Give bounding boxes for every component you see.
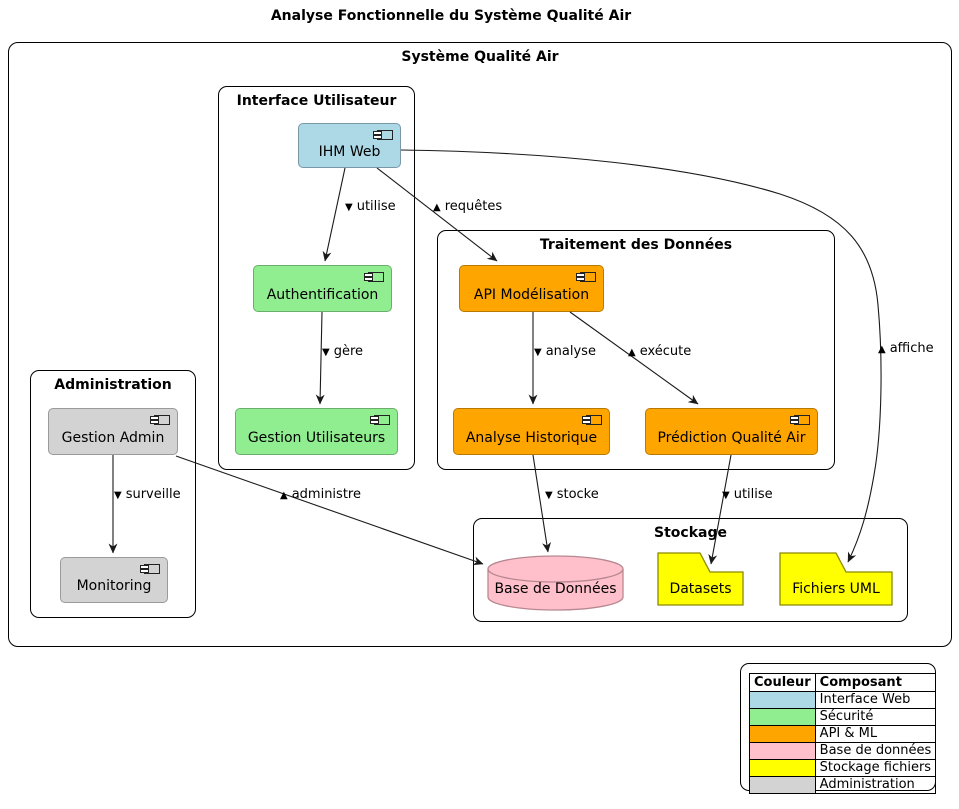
package-title: Traitement des Données bbox=[539, 237, 733, 253]
edge-label-text: surveille bbox=[125, 487, 181, 502]
edge-label-gere: ▼gère bbox=[322, 344, 363, 359]
legend-row: Stockage fichiers bbox=[749, 759, 937, 777]
legend-row-label: Interface Web bbox=[814, 691, 937, 709]
component-icon bbox=[576, 272, 596, 282]
legend-color-swatch bbox=[749, 776, 816, 794]
edge-label-text: utilise bbox=[356, 199, 396, 214]
direction-down-icon: ▼ bbox=[345, 202, 353, 213]
component-gestion-utilisateurs: Gestion Utilisateurs bbox=[235, 408, 398, 455]
edge-label-text: utilise bbox=[733, 487, 773, 502]
component-authentification: Authentification bbox=[253, 265, 392, 312]
component-analyse-historique: Analyse Historique bbox=[453, 408, 610, 455]
edge-label-affiche: ▲affiche bbox=[878, 341, 934, 356]
edge-label-text: exécute bbox=[639, 344, 692, 359]
direction-up-icon: ▲ bbox=[878, 344, 886, 355]
legend-color-swatch bbox=[749, 708, 816, 726]
edge-label-text: administre bbox=[291, 487, 361, 502]
legend-header-couleur: Couleur bbox=[749, 673, 816, 692]
edge-label-stocke: ▼stocke bbox=[545, 487, 599, 502]
database-label: Base de Données bbox=[494, 581, 617, 597]
package-title: Interface Utilisateur bbox=[236, 93, 397, 109]
component-label: Prédiction Qualité Air bbox=[657, 429, 806, 446]
edge-label-administre: ▲administre bbox=[280, 487, 361, 502]
component-icon bbox=[150, 415, 170, 425]
legend-row-label: Administration bbox=[814, 776, 937, 794]
system-frame-title: Système Qualité Air bbox=[401, 49, 559, 65]
component-label: Authentification bbox=[266, 286, 379, 303]
legend-row: Base de données bbox=[749, 742, 937, 760]
legend-color-swatch bbox=[749, 742, 816, 760]
component-icon bbox=[790, 415, 810, 425]
edge-label-analyse: ▼analyse bbox=[534, 344, 596, 359]
component-label: API Modélisation bbox=[473, 286, 590, 303]
component-label: Analyse Historique bbox=[465, 429, 598, 446]
component-icon bbox=[364, 272, 384, 282]
component-label: Gestion Admin bbox=[61, 429, 165, 446]
diagram-title: Analyse Fonctionnelle du Système Qualité… bbox=[270, 8, 632, 24]
component-icon bbox=[582, 415, 602, 425]
edge-label-requetes: ▲requêtes bbox=[433, 199, 502, 214]
component-icon bbox=[140, 564, 160, 574]
legend-row: Interface Web bbox=[749, 691, 937, 709]
component-icon bbox=[370, 415, 390, 425]
component-gestion-admin: Gestion Admin bbox=[48, 408, 178, 455]
edge-label-text: gère bbox=[333, 344, 364, 359]
legend-table: Couleur Composant Interface Web Sécurité… bbox=[749, 673, 937, 794]
edge-label-utilise-datasets: ▼utilise bbox=[722, 487, 773, 502]
legend-row: Administration bbox=[749, 776, 937, 794]
edge-label-execute: ▲exécute bbox=[628, 344, 691, 359]
direction-down-icon: ▼ bbox=[545, 490, 553, 501]
legend-row: Sécurité bbox=[749, 708, 937, 726]
direction-up-icon: ▲ bbox=[280, 490, 288, 501]
edge-label-surveille: ▼surveille bbox=[114, 487, 181, 502]
component-api-modelisation: API Modélisation bbox=[459, 265, 604, 312]
component-label: Monitoring bbox=[76, 578, 152, 594]
direction-up-icon: ▲ bbox=[628, 347, 636, 358]
legend-color-swatch bbox=[749, 691, 816, 709]
direction-up-icon: ▲ bbox=[433, 202, 441, 213]
legend-row-label: API & ML bbox=[814, 725, 937, 743]
package-title: Stockage bbox=[654, 525, 727, 541]
component-monitoring: Monitoring bbox=[60, 557, 168, 603]
edge-label-text: requêtes bbox=[444, 199, 503, 214]
edge-label-utilise-auth: ▼utilise bbox=[345, 199, 396, 214]
folder-datasets-label: Datasets bbox=[669, 581, 732, 597]
legend-row: API & ML bbox=[749, 725, 937, 743]
direction-down-icon: ▼ bbox=[322, 347, 330, 358]
direction-down-icon: ▼ bbox=[534, 347, 542, 358]
edge-label-text: affiche bbox=[889, 341, 934, 356]
legend-row-label: Base de données bbox=[814, 742, 937, 760]
legend-color-swatch bbox=[749, 725, 816, 743]
direction-down-icon: ▼ bbox=[722, 490, 730, 501]
component-ihm-web: IHM Web bbox=[298, 123, 401, 168]
edge-label-text: stocke bbox=[556, 487, 599, 502]
package-stockage: Stockage bbox=[473, 518, 908, 622]
edge-label-text: analyse bbox=[545, 344, 596, 359]
legend: Couleur Composant Interface Web Sécurité… bbox=[740, 663, 937, 794]
legend-row-label: Stockage fichiers bbox=[814, 759, 937, 777]
folder-fichiers-uml-label: Fichiers UML bbox=[792, 581, 880, 597]
component-prediction-qualite-air: Prédiction Qualité Air bbox=[645, 408, 818, 455]
component-label: Gestion Utilisateurs bbox=[247, 429, 386, 446]
legend-color-swatch bbox=[749, 759, 816, 777]
direction-down-icon: ▼ bbox=[114, 490, 122, 501]
legend-header-composant: Composant bbox=[814, 673, 937, 692]
legend-row-label: Sécurité bbox=[814, 708, 937, 726]
component-icon bbox=[373, 130, 393, 140]
package-title: Administration bbox=[54, 377, 172, 393]
component-label: IHM Web bbox=[318, 143, 381, 160]
